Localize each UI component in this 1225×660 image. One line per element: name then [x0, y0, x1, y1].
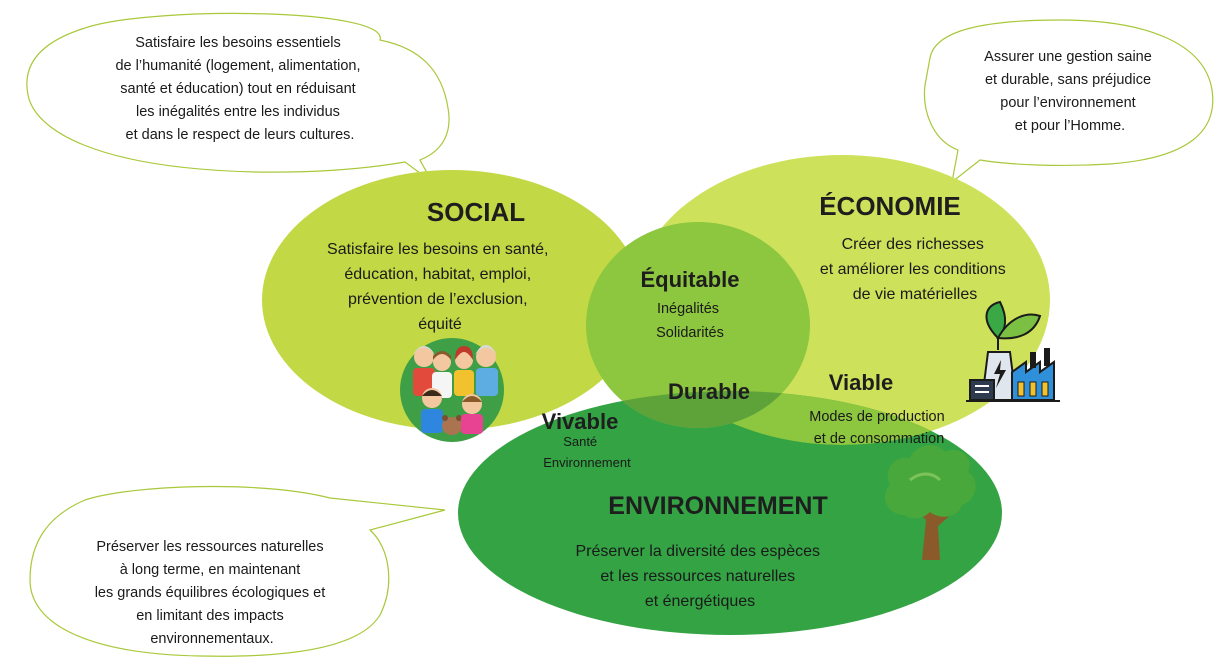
bubble-social-line: Satisfaire les besoins essentiels — [135, 35, 341, 51]
bubble-social: Satisfaire les besoins essentiels de l’h… — [26, 12, 450, 183]
bubble-social-line: de l’humanité (logement, alimentation, — [115, 58, 360, 74]
bubble-economie-line: Assurer une gestion saine — [984, 49, 1152, 65]
bubble-environnement-line: à long terme, en maintenant — [120, 562, 301, 578]
tree-icon — [885, 445, 976, 560]
bubble-economie-text: Assurer une gestion saine et durable, sa… — [984, 49, 1156, 134]
bubble-social-line: les inégalités entre les individus — [136, 104, 340, 120]
social-line: Satisfaire les besoins en santé, — [327, 241, 548, 258]
bubble-environnement-line: en limitant des impacts — [136, 608, 283, 624]
bubble-environnement-line: Préserver les ressources naturelles — [96, 539, 323, 555]
durable-title: Durable — [668, 379, 750, 404]
equitable-line: Inégalités — [657, 301, 719, 317]
environnement-line: Préserver la diversité des espèces — [575, 543, 820, 560]
social-line: équité — [418, 316, 462, 333]
economie-line: et améliorer les conditions — [820, 261, 1006, 278]
bubble-environnement-text: Préserver les ressources naturelles à lo… — [95, 539, 330, 647]
bubble-economie-line: et durable, sans préjudice — [985, 72, 1151, 88]
overlap-equitable — [586, 222, 810, 428]
equitable-title: Équitable — [640, 267, 739, 292]
social-description: Satisfaire les besoins en santé, éducati… — [327, 241, 553, 333]
equitable-description: Inégalités Solidarités — [656, 301, 724, 341]
environnement-line: et les ressources naturelles — [600, 568, 795, 585]
bubble-environnement-line: les grands équilibres écologiques et — [95, 585, 326, 601]
economie-line: de vie matérielles — [853, 286, 978, 303]
bubble-economie: Assurer une gestion saine et durable, sa… — [923, 19, 1214, 184]
bubble-environnement: Préserver les ressources naturelles à lo… — [29, 485, 446, 657]
viable-line: Modes de production — [809, 409, 944, 425]
economie-line: Créer des richesses — [842, 236, 984, 253]
vivable-description: Santé Environnement — [543, 434, 631, 470]
economie-description: Créer des richesses et améliorer les con… — [820, 236, 1010, 303]
equitable-line: Solidarités — [656, 325, 724, 341]
bubble-social-line: santé et éducation) tout en réduisant — [120, 81, 355, 97]
bubble-social-line: et dans le respect de leurs cultures. — [126, 127, 355, 143]
viable-description: Modes de production et de consommation — [809, 409, 948, 447]
vivable-line: Santé — [563, 434, 597, 449]
social-title: SOCIAL — [427, 197, 525, 227]
bubble-economie-line: pour l’environnement — [1000, 95, 1135, 111]
environnement-line: et énergétiques — [645, 593, 755, 610]
social-line: éducation, habitat, emploi, — [344, 266, 531, 283]
economie-title: ÉCONOMIE — [819, 191, 961, 221]
environnement-title: ENVIRONNEMENT — [608, 492, 827, 520]
environnement-description: Préserver la diversité des espèces et le… — [575, 543, 824, 610]
circle-social — [262, 170, 642, 430]
viable-title: Viable — [829, 370, 893, 395]
family-icon — [400, 338, 504, 442]
bubble-social-text: Satisfaire les besoins essentiels de l’h… — [115, 35, 364, 143]
circle-environnement — [458, 391, 1002, 635]
viable-line: et de consommation — [814, 431, 945, 447]
factory-leaf-icon — [966, 300, 1060, 402]
bubble-environnement-line: environnementaux. — [150, 631, 273, 647]
social-line: prévention de l’exclusion, — [348, 291, 528, 308]
vivable-line: Environnement — [543, 455, 631, 470]
vivable-title: Vivable — [542, 409, 619, 434]
bubble-economie-line: et pour l’Homme. — [1015, 118, 1125, 134]
